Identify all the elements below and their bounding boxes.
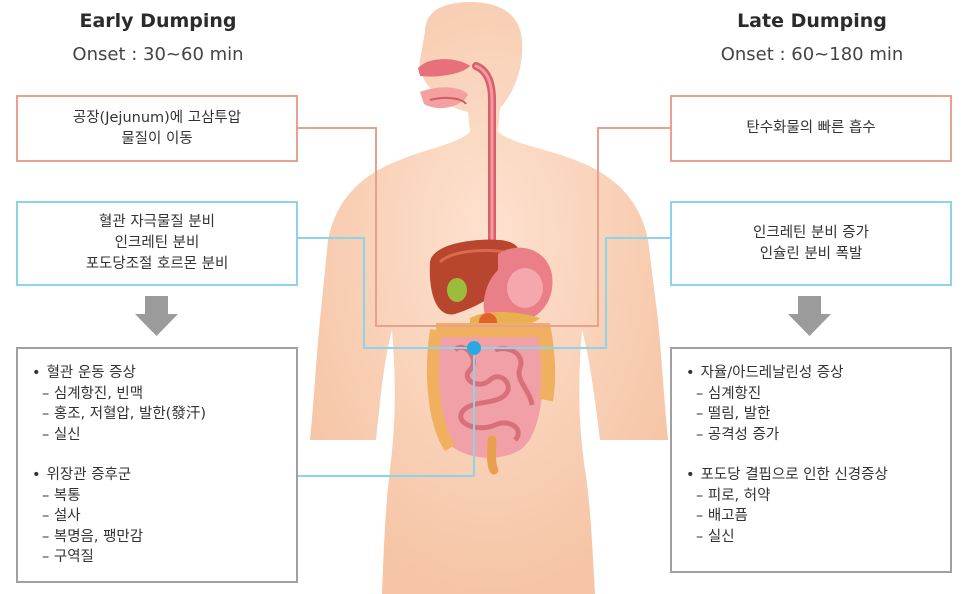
symptom-item: 복명음, 팽만감 — [32, 527, 296, 548]
symptom-heading: 자율/아드레날린성 증상 — [686, 363, 950, 384]
early-mechanism-line: 인크레틴 분비 — [114, 235, 200, 251]
late-dumping-onset: Onset : 60~180 min — [720, 44, 904, 65]
symptom-item: 홍조, 저혈압, 발한(發汗) — [32, 404, 296, 425]
oral-cavity-icon — [418, 59, 470, 109]
intestines-icon — [426, 323, 556, 475]
early-cause-line: 물질이 이동 — [121, 130, 193, 147]
symptom-heading: 포도당 결핍으로 인한 신경증상 — [686, 465, 950, 486]
symptom-item: 복통 — [32, 486, 296, 507]
junction-dot-icon — [467, 341, 481, 355]
symptom-item: 떨림, 발한 — [686, 404, 950, 425]
late-mechanism-line: 인슐린 분비 폭발 — [759, 245, 863, 262]
early-dumping-onset: Onset : 30~60 min — [72, 44, 244, 65]
symptom-item: 심계항진 — [686, 384, 950, 405]
early-mechanism-line: 포도당조절 호르몬 분비 — [85, 256, 229, 272]
late-cause-box: 탄수화물의 빠른 흡수 — [670, 95, 952, 162]
esophagus-icon — [472, 62, 496, 304]
symptom-item: 실신 — [32, 425, 296, 446]
early-cause-box: 공장(Jejunum)에 고삼투압 물질이 이동 — [16, 95, 298, 162]
early-dumping-title: Early Dumping — [79, 10, 237, 32]
symptom-item: 배고픔 — [686, 506, 950, 527]
liver-icon — [429, 239, 520, 315]
symptom-item: 피로, 허약 — [686, 486, 950, 507]
late-symptoms-box: 자율/아드레날린성 증상 심계항진 떨림, 발한 공격성 증가 포도당 결핍으로… — [670, 347, 952, 573]
early-mechanism-box: 혈관 자극물질 분비 인크레틴 분비 포도당조절 호르몬 분비 — [16, 201, 298, 286]
early-mechanism-line: 혈관 자극물질 분비 — [99, 214, 215, 230]
stomach-icon — [483, 247, 553, 327]
early-symptoms-box: 혈관 운동 증상 심계항진, 빈맥 홍조, 저혈압, 발한(發汗) 실신 위장관… — [16, 347, 298, 583]
symptom-heading: 위장관 증후군 — [32, 465, 296, 486]
late-dumping-title: Late Dumping — [737, 10, 887, 32]
early-cause-line: 공장(Jejunum)에 고삼투압 — [72, 109, 242, 126]
symptom-heading: 혈관 운동 증상 — [32, 363, 296, 384]
symptom-item: 공격성 증가 — [686, 425, 950, 446]
arrow-down-icon — [135, 296, 178, 336]
symptom-item: 심계항진, 빈맥 — [32, 384, 296, 405]
late-mechanism-line: 인크레틴 분비 증가 — [753, 224, 869, 241]
late-cause-line: 탄수화물의 빠른 흡수 — [746, 120, 876, 136]
early-dumping-header: Early Dumping Onset : 30~60 min — [8, 10, 308, 65]
late-mechanism-box: 인크레틴 분비 증가 인슐린 분비 폭발 — [670, 201, 952, 286]
arrow-down-icon — [788, 296, 831, 336]
late-dumping-header: Late Dumping Onset : 60~180 min — [662, 10, 962, 65]
symptom-item: 설사 — [32, 506, 296, 527]
symptom-item: 구역질 — [32, 547, 296, 568]
symptom-item: 실신 — [686, 527, 950, 548]
